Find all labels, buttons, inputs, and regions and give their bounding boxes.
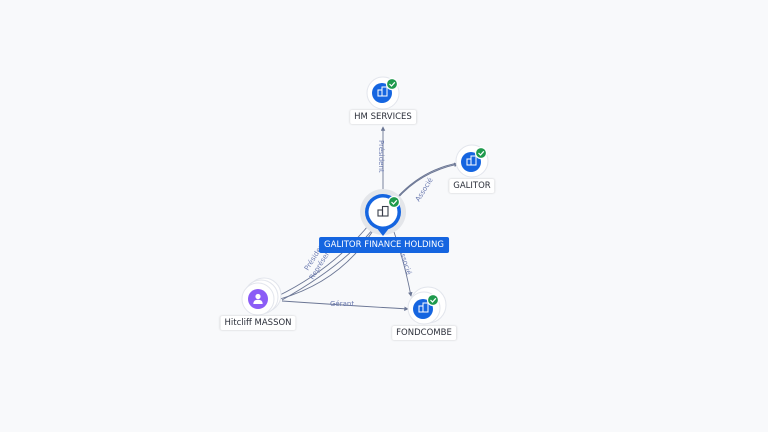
check-icon <box>389 81 396 87</box>
node-main[interactable] <box>360 189 406 236</box>
node-label-galitor[interactable]: GALITOR <box>449 179 495 193</box>
edge-person-main-1[interactable] <box>277 220 373 297</box>
person-icon <box>253 293 263 304</box>
node-label-fondcombe[interactable]: FONDCOMBE <box>392 326 456 340</box>
node-fondcombe[interactable] <box>407 286 447 325</box>
building-icon <box>377 205 389 217</box>
verified-badge <box>474 146 488 160</box>
node-hm-services[interactable] <box>366 76 400 110</box>
edge-label-gerant: Gérant <box>330 300 354 308</box>
building-icon <box>418 302 429 313</box>
edge-associe-galitor[interactable] <box>395 162 459 201</box>
building-icon <box>377 86 388 97</box>
edge-gerant-fondcombe[interactable] <box>281 300 409 312</box>
verified-badge <box>387 195 401 209</box>
edge-label-president-hm: Président <box>377 140 385 173</box>
node-label-main[interactable]: GALITOR FINANCE HOLDING <box>319 237 449 253</box>
node-galitor[interactable] <box>455 144 489 178</box>
verified-badge <box>385 77 399 91</box>
check-icon <box>478 150 485 156</box>
verified-badge <box>426 293 440 307</box>
check-icon <box>430 297 437 303</box>
node-label-hm-services[interactable]: HM SERVICES <box>350 110 416 124</box>
edge-associe-fondcombe[interactable] <box>391 225 413 297</box>
node-label-person[interactable]: Hitcliff MASSON <box>220 316 296 330</box>
check-icon <box>391 199 398 205</box>
edge-person-main-2[interactable] <box>279 223 378 300</box>
node-person[interactable] <box>241 277 282 316</box>
building-icon <box>466 155 477 166</box>
